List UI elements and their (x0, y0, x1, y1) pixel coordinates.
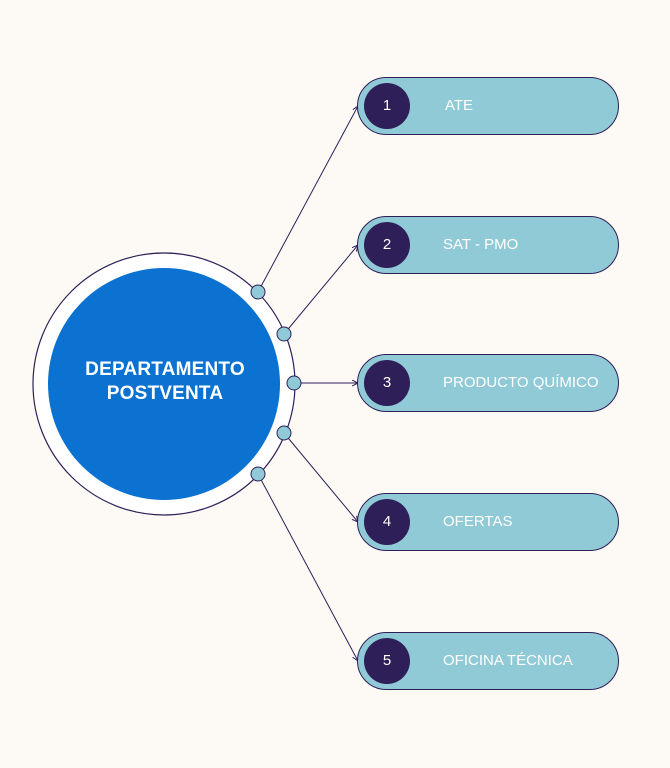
item-label-3: PRODUCTO QUÍMICO (443, 374, 599, 391)
connector-node (276, 326, 292, 342)
item-pill-1: 1 ATE (357, 77, 619, 135)
item-number-badge-3: 3 (364, 360, 410, 406)
item-label-4: OFERTAS (443, 513, 513, 530)
item-number-badge-5: 5 (364, 638, 410, 684)
connector-node (250, 466, 266, 482)
hub-circle (48, 268, 280, 500)
item-pill-2: 2 SAT - PMO (357, 216, 619, 274)
hub-title-line-2: POSTVENTA (106, 383, 224, 404)
item-pill-4: 4 OFERTAS (357, 493, 619, 551)
item-pill-5: 5 OFICINA TÉCNICA (357, 632, 619, 690)
connector-1 (250, 106, 358, 300)
connector-2 (276, 245, 358, 342)
hub-title-line-1: DEPARTAMENTO (85, 359, 245, 380)
item-number-badge-4: 4 (364, 499, 410, 545)
connector-5 (250, 466, 358, 661)
item-label-1: ATE (445, 97, 474, 114)
connector-node (286, 375, 302, 391)
hub-title: DEPARTAMENTO POSTVENTA (60, 358, 270, 406)
item-label-2: SAT - PMO (443, 236, 519, 253)
connector-4 (276, 425, 358, 522)
item-pill-3: 3 PRODUCTO QUÍMICO (357, 354, 619, 412)
connector-node (250, 284, 266, 300)
connector-3 (286, 375, 358, 391)
item-number-badge-1: 1 (364, 83, 410, 129)
item-label-5: OFICINA TÉCNICA (443, 652, 573, 669)
item-number-badge-2: 2 (364, 222, 410, 268)
connector-node (276, 425, 292, 441)
